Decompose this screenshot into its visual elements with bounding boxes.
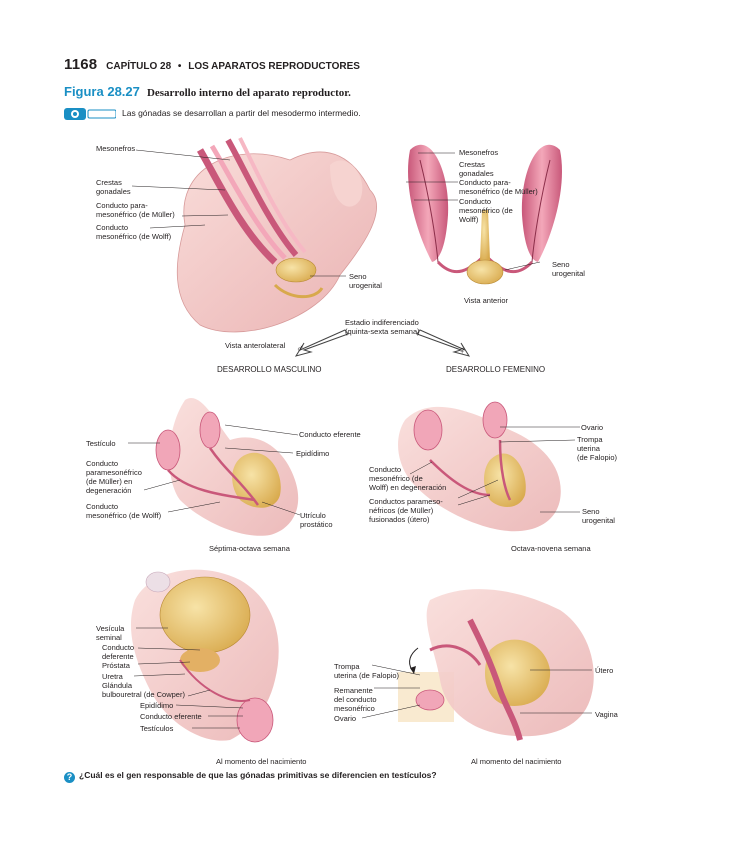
- label-d-conductos-paramesonefricos: Conductos parameso- néfricos (de Müller)…: [369, 497, 443, 524]
- female-symbol: ♀: [458, 345, 467, 357]
- label-c-conducto-paramesonefrico: Conducto paramesonéfrico (de Müller) en …: [86, 459, 142, 495]
- media-tour-icon[interactable]: [64, 107, 117, 125]
- label-f-utero: Útero: [595, 666, 614, 675]
- label-f-vagina: Vagina: [595, 710, 618, 719]
- page-number: 1168: [64, 56, 98, 73]
- chapter-label: CAPÍTULO 28: [106, 61, 172, 72]
- label-a-crestas-gonadales: Crestas gonadales: [96, 178, 131, 196]
- caption-d: Octava-novena semana: [511, 544, 591, 553]
- label-b-crestas-gonadales: Crestas gonadales: [459, 160, 494, 178]
- section-label: LOS APARATOS REPRODUCTORES: [188, 61, 360, 72]
- caption-b: Vista anterior: [464, 296, 509, 305]
- label-a-seno-urogenital: Seno urogenital: [349, 272, 382, 290]
- review-question: ? ¿Cuál es el gen responsable de que las …: [64, 770, 437, 783]
- label-c-utriculo-prostatico: Utrículo prostático: [300, 511, 333, 529]
- figure-title: Desarrollo interno del aparato reproduct…: [146, 87, 351, 99]
- label-e-epididimo: Epidídimo: [140, 701, 174, 710]
- label-c-conducto-eferente: Conducto eferente: [299, 430, 361, 439]
- page-header: 1168 CAPÍTULO 28 • LOS APARATOS REPRODUC…: [64, 56, 360, 73]
- question-icon: ?: [64, 772, 75, 783]
- label-c-conducto-mesonefrico: Conducto mesonéfrico (de Wolff): [86, 502, 162, 520]
- header-bullet: •: [177, 61, 182, 72]
- label-d-trompa-uterina: Trompa uterina (de Falopio): [577, 435, 618, 462]
- label-a-conducto-mesonefrico: Conducto mesonéfrico (de Wolff): [96, 223, 172, 241]
- panel-a-illustration: [176, 137, 377, 333]
- label-e-conducto-deferente: Conducto deferente: [102, 643, 135, 661]
- figure-number: Figura 28.27: [64, 84, 140, 99]
- label-e-prostata: Próstata: [102, 661, 130, 670]
- label-b-mesonefros: Mesonefros: [459, 148, 499, 157]
- label-c-epididimo: Epidídimo: [296, 449, 330, 458]
- label-f-ovario: Ovario: [334, 714, 357, 723]
- label-e-uretra: Uretra: [102, 672, 123, 681]
- leader-lines: [128, 149, 592, 729]
- male-development-heading: DESARROLLO MASCULINO: [217, 365, 322, 374]
- label-a-mesonefros: Mesonefros: [96, 144, 136, 153]
- label-d-seno-urogenital: Seno urogenital: [582, 507, 615, 525]
- question-text: ¿Cuál es el gen responsable de que las g…: [79, 770, 437, 780]
- caption-c: Séptima-octava semana: [209, 544, 290, 553]
- label-b-conducto-paramesonefrico: Conducto para- mesonéfrico (de Müller): [459, 178, 538, 196]
- label-f-remanente-conducto: Remanente del conducto mesonéfrico: [334, 686, 377, 713]
- female-development-heading: DESARROLLO FEMENINO: [446, 365, 546, 374]
- stage-indiferenciado: Estadio indiferenciado (quinta-sexta sem…: [345, 318, 420, 336]
- caption-e: Al momento del nacimiento: [216, 757, 307, 766]
- label-e-testiculos: Testículos: [140, 724, 174, 733]
- label-d-ovario: Ovario: [581, 423, 604, 432]
- label-b-seno-urogenital: Seno urogenital: [552, 260, 585, 278]
- label-b-conducto-mesonefrico: Conducto mesonéfrico (de Wolff): [459, 197, 513, 224]
- label-f-trompa-uterina: Trompa uterina (de Falopio): [334, 662, 400, 680]
- label-a-conducto-paramesonefrico: Conducto para- mesonéfrico (de Müller): [96, 201, 175, 219]
- panel-e-illustration: [130, 569, 279, 743]
- panel-b-illustration: [408, 144, 562, 285]
- caption-a: Vista anterolateral: [225, 341, 286, 350]
- caption-f: Al momento del nacimiento: [471, 757, 562, 766]
- label-d-conducto-mesonefrico: Conducto mesonéfrico (de Wolff) en degen…: [369, 465, 447, 492]
- diverging-arrows: [294, 329, 471, 357]
- panel-d-illustration: [398, 401, 561, 532]
- figure-caption: Figura 28.27 Desarrollo interno del apar…: [64, 84, 351, 99]
- label-c-testiculo: Testículo: [86, 439, 116, 448]
- panel-c-illustration: [155, 398, 299, 536]
- figure-subtitle: Las gónadas se desarrollan a partir del …: [122, 108, 361, 118]
- panel-f-illustration: [398, 589, 594, 741]
- male-symbol: ♂: [296, 343, 305, 355]
- label-e-glandula-bulbouretral: Glándula bulbouretral (de Cowper): [102, 681, 185, 699]
- label-e-vesicula-seminal: Vesícula seminal: [96, 624, 125, 642]
- label-e-conducto-eferente: Conducto eferente: [140, 712, 202, 721]
